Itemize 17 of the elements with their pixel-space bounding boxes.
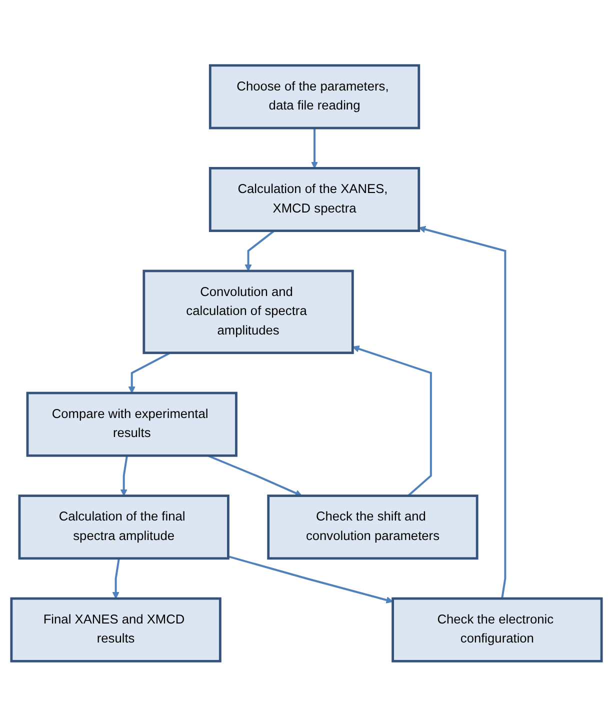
node-box: Check the shift and convolution parameters: [267, 494, 478, 560]
arrow: [120, 455, 128, 496]
arrow: [207, 454, 302, 496]
arrow: [128, 352, 171, 394]
arrow: [418, 226, 506, 598]
node-box: Calculation of the XANES, XMCD spectra: [208, 166, 420, 232]
arrow: [352, 345, 432, 496]
arrow: [112, 558, 120, 599]
node-box: Calculation of the final spectra amplitude: [18, 494, 230, 560]
node-box: Convolution and calculation of spectra amplitudes: [142, 269, 354, 354]
node-box: Choose of the parameters, data file reading: [208, 64, 420, 129]
arrow: [244, 230, 275, 271]
node-box: Final XANES and XMCD results: [10, 597, 222, 662]
node-box: Check the electronic configuration: [392, 597, 603, 662]
arrow: [228, 555, 394, 604]
arrow: [311, 128, 318, 168]
node-box: Compare with experimental results: [26, 392, 238, 457]
